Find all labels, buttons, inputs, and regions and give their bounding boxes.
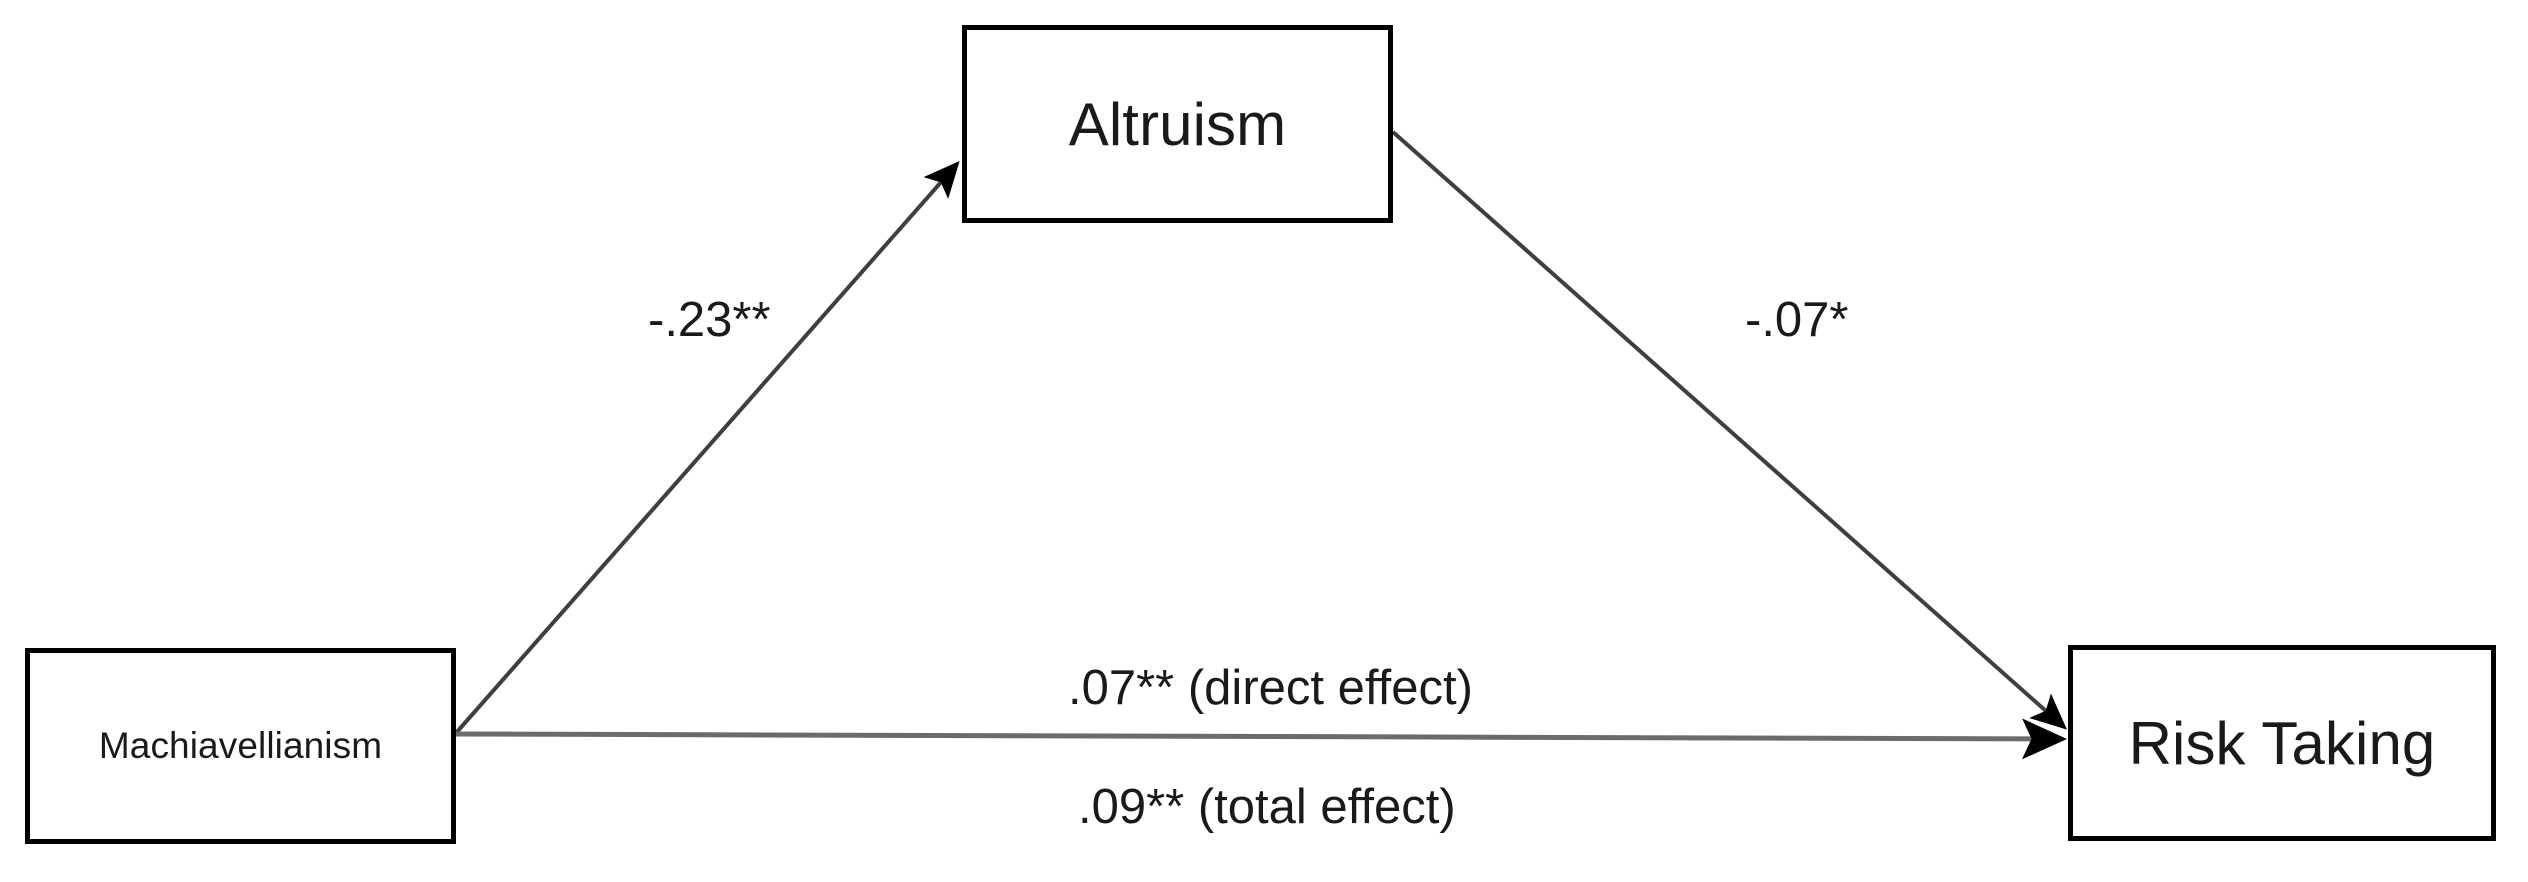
node-altruism[interactable]: Altruism xyxy=(962,25,1393,223)
node-machiavellianism[interactable]: Machiavellianism xyxy=(25,648,456,844)
edge-label-total-effect: .09** (total effect) xyxy=(1078,780,1456,834)
edge-label-a-path: -.23** xyxy=(648,293,771,347)
edge-a-path-line xyxy=(454,160,960,735)
edge-direct-effect-line xyxy=(455,718,2067,760)
node-risk-taking-label: Risk Taking xyxy=(2128,709,2436,777)
edge-label-direct-effect: .07** (direct effect) xyxy=(1068,661,1473,715)
edge-b-path-line xyxy=(1391,130,2067,730)
node-machiavellianism-label: Machiavellianism xyxy=(98,724,383,766)
node-risk-taking[interactable]: Risk Taking xyxy=(2068,645,2496,841)
edge-label-b-path: -.07* xyxy=(1745,293,1849,347)
node-altruism-label: Altruism xyxy=(1068,90,1287,158)
